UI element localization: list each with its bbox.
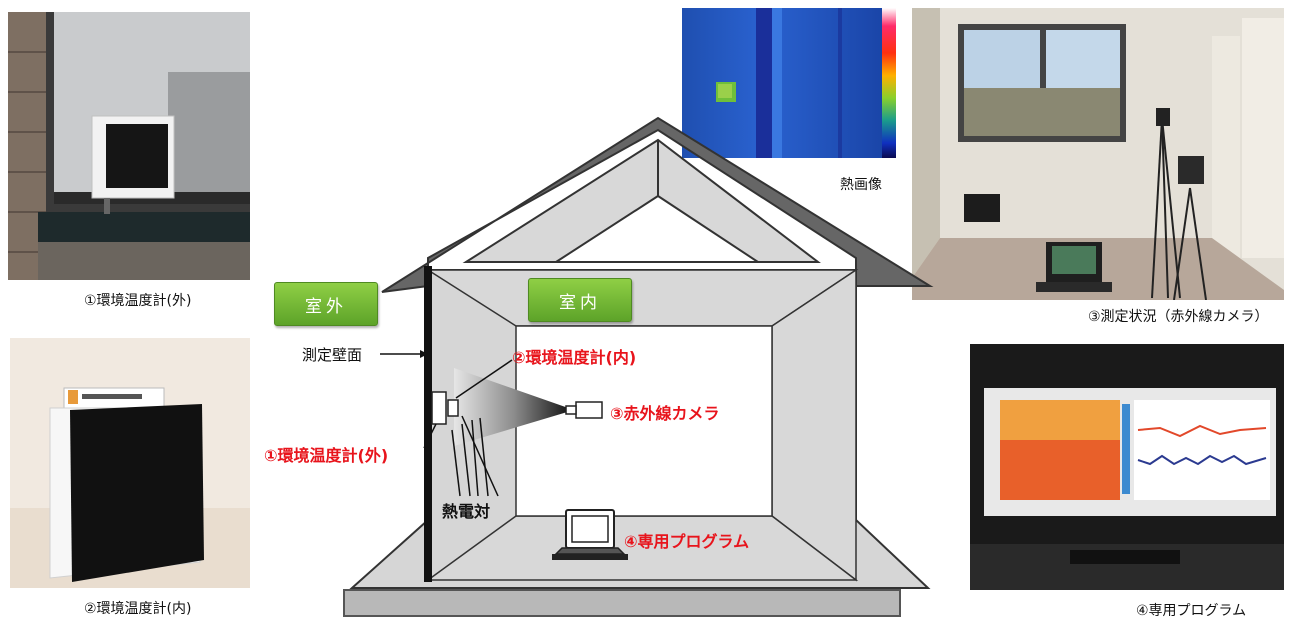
house-foundation (343, 589, 901, 617)
measurement-wall (424, 266, 432, 582)
caption-thermal-image: 熱画像 (840, 177, 882, 193)
caption-photo-indoor-thermometer: ②環境温度計(内) (84, 601, 192, 617)
photo-outdoor-thermometer (8, 12, 250, 280)
caption-photo-outdoor-thermometer: ①環境温度計(外) (84, 293, 192, 309)
caption-photo-program: ④専用プログラム (1136, 603, 1247, 619)
label-ir-camera: ③赤外線カメラ (610, 404, 720, 423)
label-program: ④専用プログラム (624, 532, 750, 551)
caption-photo-measurement-setup: ③測定状況（赤外線カメラ） (1088, 309, 1269, 325)
label-thermocouple: 熱電対 (442, 502, 491, 521)
laptop-icon (552, 509, 628, 560)
thermal-image (682, 8, 896, 158)
thermometer-out-icon (431, 391, 447, 425)
ir-view-cone (454, 368, 574, 446)
thermometer-in-icon (447, 399, 459, 417)
label-inside: 室内 (528, 278, 632, 322)
label-thermometer-out: ①環境温度計(外) (264, 446, 389, 465)
photo-program (970, 344, 1284, 590)
label-outside: 室外 (274, 282, 378, 326)
photo-measurement-setup (912, 8, 1284, 300)
ir-camera-body (575, 401, 603, 419)
label-thermometer-in: ②環境温度計(内) (512, 348, 637, 367)
label-measurement-wall: 測定壁面 (302, 346, 363, 364)
photo-indoor-thermometer (10, 338, 250, 588)
